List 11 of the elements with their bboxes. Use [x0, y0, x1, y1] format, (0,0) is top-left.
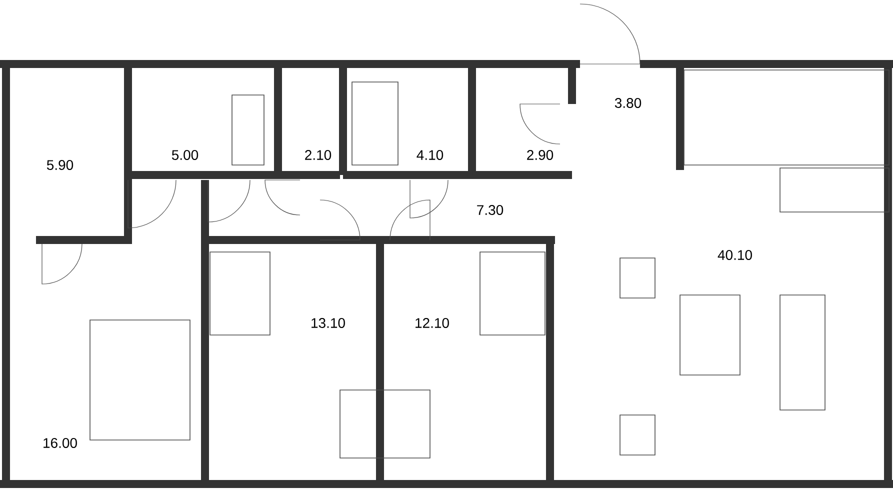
area-label: 12.10: [414, 317, 451, 329]
area-label: 5.90: [45, 159, 75, 171]
area-label: 2.10: [303, 149, 333, 161]
area-label: 7.30: [475, 204, 505, 216]
area-label: 3.80: [613, 97, 643, 109]
area-label: 40.10: [716, 249, 754, 261]
area-label: 2.90: [525, 149, 555, 161]
area-label: 4.10: [415, 149, 445, 161]
area-label: 13.10: [310, 317, 347, 329]
area-label: 16.00: [41, 437, 79, 449]
area-label: 5.00: [170, 149, 200, 161]
